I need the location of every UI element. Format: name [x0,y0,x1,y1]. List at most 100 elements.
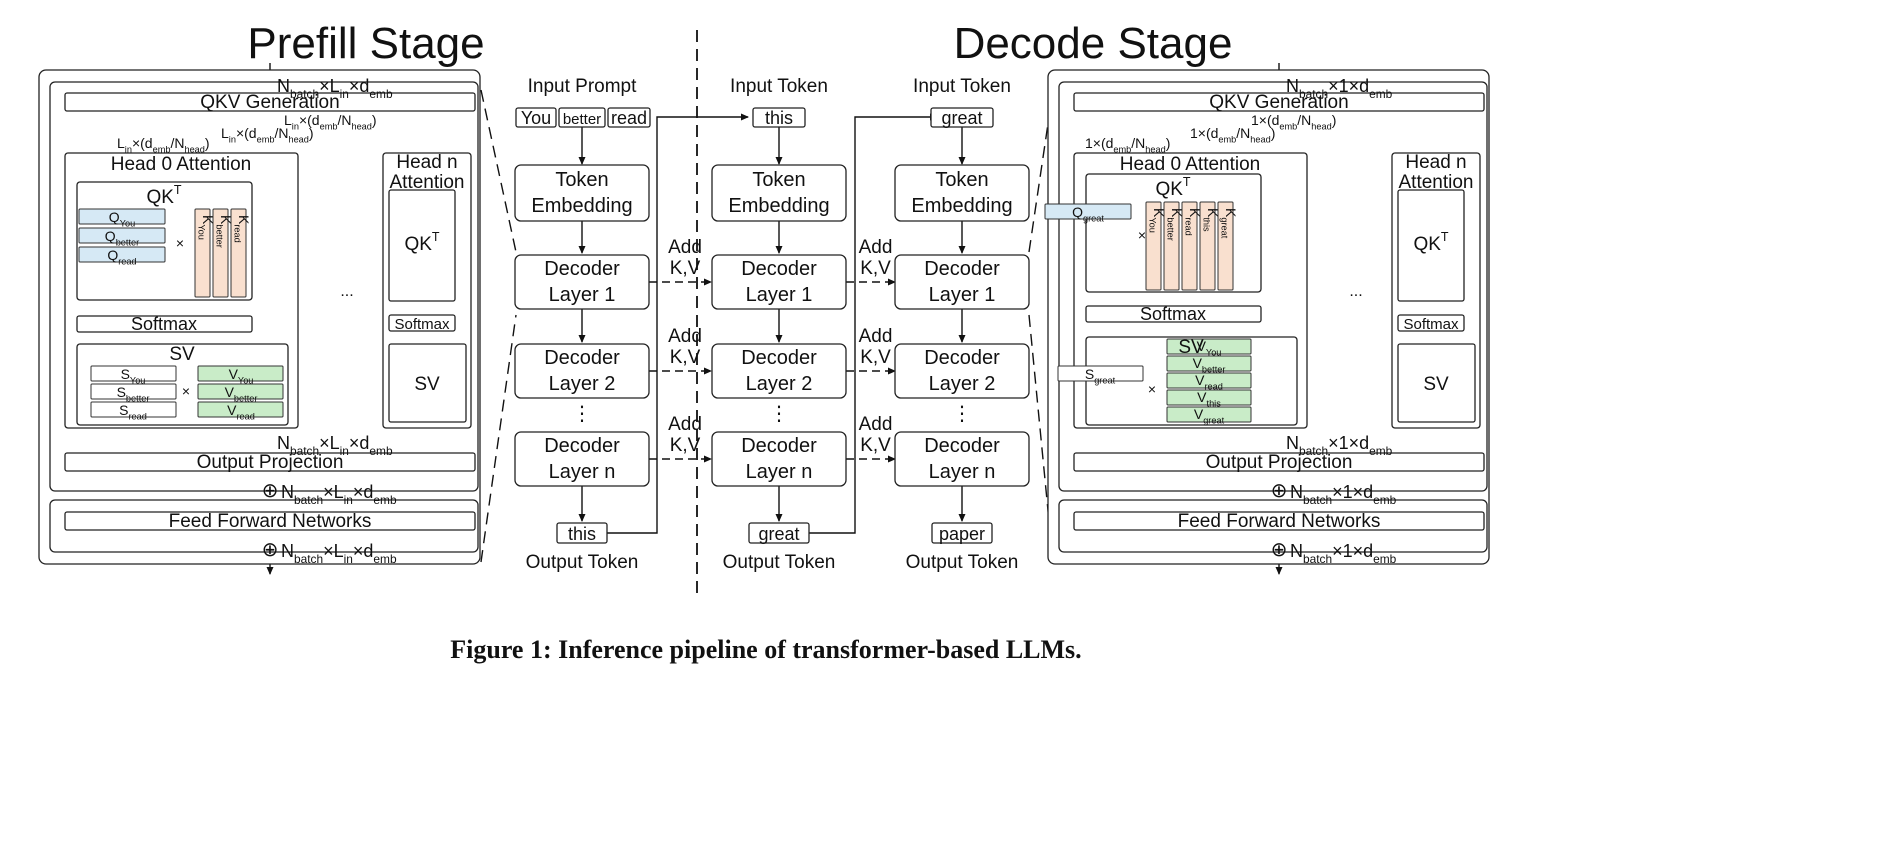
q-vector-label: Qgreat [1072,204,1104,224]
decoder-layer-label: Decoder [544,435,620,457]
add-kv-label: K,V [860,258,891,279]
v-vector-label: Vread [1195,372,1223,392]
decoder-layer-label: Layer 1 [746,284,813,306]
decoder-layer-box [894,254,1030,310]
input-shape-label: Nbatch×1×demb [1286,76,1393,101]
decoder-layer-label: Decoder [544,347,620,369]
input-token-label: this [765,108,793,128]
decoder-layer-label: Decoder [924,435,1000,457]
prefill-stage-title: Prefill Stage [247,19,484,68]
k-vector-label: Kread [1184,208,1204,236]
decoder-layer-box [711,254,847,310]
q-vector-label: QYou [109,209,135,229]
k-vector-box [230,208,247,298]
v-vector-label: Vbetter [225,384,258,404]
decode-stage-title: Decode Stage [954,19,1233,68]
headn-sv-label: SV [1423,374,1449,395]
headn-attention-label: Head n [396,152,457,173]
input-token-label: You [521,108,551,128]
token-embedding-label: Token [555,169,608,191]
k-vector-box [194,208,211,298]
pipeline-footer-label: Output Token [526,552,639,573]
residual-add-icon: ⊕ [1271,539,1288,561]
decoder-layer-label: Decoder [741,258,817,280]
k-vector-box [1199,201,1216,291]
add-kv-label: Add [859,237,893,258]
k-vector-label: Kread [233,215,253,243]
decoder-layer-label: Layer n [549,461,616,483]
k-vector-label: KYou [197,215,217,240]
input-token-label: great [941,108,982,128]
residual-shape-label: Nbatch×1×demb [1290,482,1397,507]
decoder-layer-label: Layer n [746,461,813,483]
v-vector-box [1166,355,1252,372]
add-kv-label: K,V [860,347,891,368]
output-token-label: paper [939,524,985,544]
output-token-label: this [568,524,596,544]
ffn-label: Feed Forward Networks [1178,511,1381,532]
s-vector-box [90,365,177,382]
more-layers-ellipsis: ⋮ [769,403,789,425]
decoder-layer-box [894,431,1030,487]
feedback-arrow [803,113,938,534]
output-projection-box [1073,452,1485,472]
softmax-label: Softmax [131,314,197,334]
decoder-layer-label: Layer n [929,461,996,483]
k-vector-box [212,208,229,298]
decoder-layer-label: Layer 2 [746,373,813,395]
more-heads-ellipsis: ... [1349,283,1362,300]
input-token-label: better [563,111,601,128]
token-embedding-label: Embedding [911,195,1012,217]
k-dim-label: Lin×(demb/Nhead) [221,125,314,145]
v-dim-label: 1×(demb/Nhead) [1251,112,1336,132]
s-vector-label: Sread [119,402,147,422]
decoder-layer-box [514,254,650,310]
add-kv-label: Add [668,326,702,347]
q-vector-box [1044,203,1132,220]
ffn-label: Feed Forward Networks [169,511,372,532]
headn-softmax-label: Softmax [394,316,450,333]
v-vector-box [197,365,284,382]
s-vector-label: Sgreat [1085,366,1116,386]
q-vector-box [78,208,166,225]
output-token-box [931,522,993,544]
decoder-layer-box [711,431,847,487]
k-vector-label: KYou [1148,208,1168,233]
headn-qkt-box [388,189,456,302]
headn-qkt-box [1397,189,1465,302]
head0-attention-label: Head 0 Attention [111,154,252,175]
output-shape-label: Nbatch×1×demb [1290,541,1397,566]
headn-qkt-label: QKT [404,230,439,255]
headn-attention-label: Attention [390,172,465,193]
v-vector-box [1166,389,1252,406]
input-shape-label: Nbatch×Lin×demb [277,76,393,101]
input-token-box [515,107,557,128]
pipeline-header-label: Input Prompt [528,76,637,97]
multiply-sign: × [176,235,184,251]
input-token-label: read [611,108,647,128]
q-vector-label: Qbetter [105,228,139,248]
add-kv-label: K,V [670,435,701,456]
attention-output-shape-label: Nbatch×Lin×demb [277,433,393,458]
residual-add-icon: ⊕ [262,539,279,561]
headn-softmax-box [1397,314,1465,332]
pipeline-header-label: Input Token [730,76,828,97]
decoder-layer-label: Layer 2 [549,373,616,395]
k-vector-label: Kbetter [215,215,235,248]
headn-sv-label: SV [414,374,440,395]
sv-label: SV [1178,337,1204,358]
q-dim-label: Lin×(demb/Nhead) [117,135,210,155]
figure-caption: Figure 1: Inference pipeline of transfor… [450,635,1081,664]
head0-attention-label: Head 0 Attention [1120,154,1261,175]
v-vector-box [197,383,284,400]
v-vector-label: VYou [1197,338,1222,358]
decoder-layer-box [514,343,650,399]
qkv-generation-box [64,92,476,112]
add-kv-label: K,V [670,347,701,368]
s-vector-box [1057,365,1144,382]
residual-add-icon: ⊕ [1271,480,1288,502]
q-vector-box [78,227,166,244]
k-vector-label: Kthis [1202,208,1222,232]
decoder-layer-label: Decoder [741,435,817,457]
headn-attention-label: Attention [1399,172,1474,193]
